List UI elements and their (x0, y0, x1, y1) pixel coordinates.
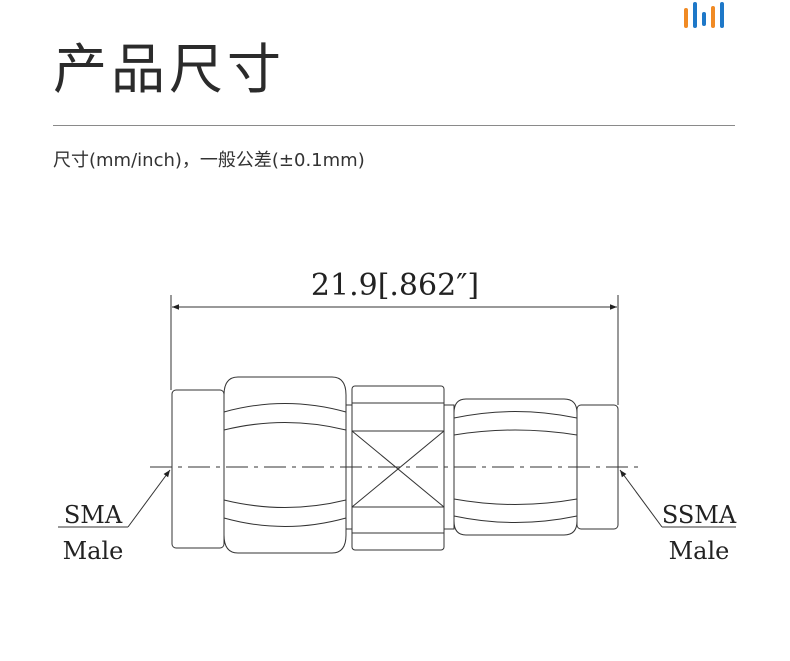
sma-hex-nut (223, 376, 347, 554)
brand-logo-icon (684, 2, 724, 28)
right-connector-gender: Male (669, 537, 730, 565)
dimension-note: 尺寸(mm/inch)，一般公差(±0.1mm) (53, 150, 365, 171)
overall-length-label: 21.9[.862″] (311, 268, 479, 303)
sma-body (171, 389, 225, 549)
ssma-hex-nut (453, 398, 578, 536)
adapter-body (351, 385, 445, 551)
left-connector-gender: Male (63, 537, 124, 565)
connector-drawing: 21.9[.862″] SMA Male SSMA Male (58, 268, 737, 565)
page-title: 产品尺寸 (53, 38, 285, 101)
title-divider (53, 125, 735, 126)
right-connector-type: SSMA (662, 501, 737, 529)
left-connector-type: SMA (64, 501, 123, 529)
